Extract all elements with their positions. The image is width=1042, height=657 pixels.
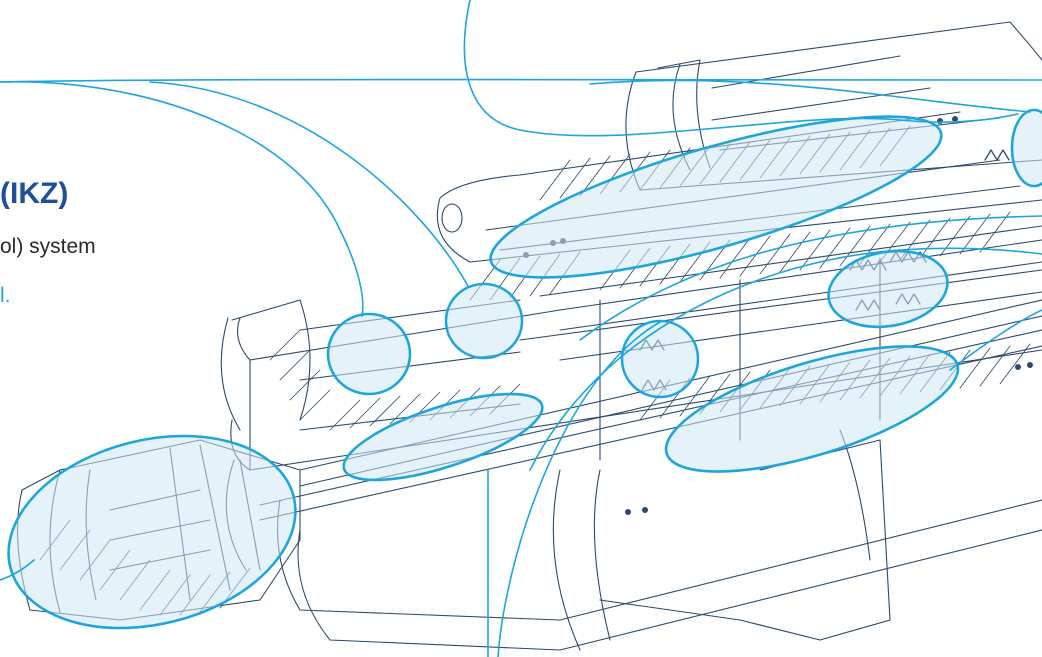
leader-top-loop [463, 0, 1019, 137]
callout-ball-check-valve-1 [326, 312, 412, 396]
callout-outer-housing-top [489, 115, 943, 279]
callout-front-nozzle-assembly [7, 434, 297, 630]
leader-center-curve [497, 321, 661, 657]
leader-to-valve-1 [0, 81, 364, 317]
callout-lower-body-section [664, 345, 960, 473]
note-fragment: l. [0, 284, 11, 307]
leader-top-horizontal [0, 78, 1042, 83]
callout-ball-check-valve-2 [444, 282, 524, 360]
callout-upper-spring-pack [827, 249, 949, 329]
leader-right-lower [949, 309, 1042, 371]
callout-right-edge-seal [1010, 108, 1042, 188]
leader-mid-sweep [529, 247, 1042, 471]
leader-left-bottom [0, 559, 35, 581]
leader-right-top [579, 215, 1042, 341]
callout-center-spring-pack [620, 319, 700, 399]
leader-to-valve-2 [149, 81, 469, 287]
title-fragment: (IKZ) [0, 177, 69, 210]
highlight-callouts [7, 108, 1042, 630]
leader-right-seal [589, 79, 1031, 113]
subtitle-fragment: ol) system [0, 235, 96, 258]
callout-shaft-needle [342, 392, 544, 482]
